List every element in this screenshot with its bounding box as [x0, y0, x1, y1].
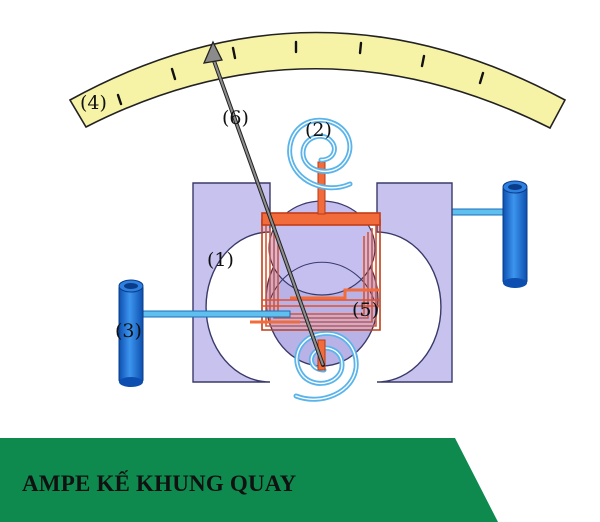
label-magnet: (1) [207, 249, 234, 271]
scale-tick [478, 71, 485, 85]
label-coil: (5) [352, 299, 379, 321]
scale-tick [231, 46, 237, 60]
scale-tick [116, 93, 123, 106]
scale-tick [420, 54, 426, 68]
label-scale: (4) [80, 92, 107, 114]
scale-arc [68, 31, 567, 130]
left-wire [139, 310, 291, 318]
moving-coil [250, 212, 381, 331]
scale-tick [358, 41, 363, 55]
label-needle: (6) [222, 107, 249, 129]
label-terminal-left: (3) [115, 320, 142, 342]
title-banner [0, 438, 498, 522]
terminal-left [118, 279, 144, 387]
magnet-right [376, 182, 453, 383]
needle [202, 40, 325, 367]
needle-tip [202, 40, 223, 64]
scale-tick [170, 67, 177, 81]
magnet-left [192, 182, 271, 383]
terminal-right [502, 180, 528, 288]
page-title: AMPE KẾ KHUNG QUAY [22, 471, 297, 496]
label-spring-top: (2) [305, 119, 332, 141]
scale-ticks [116, 40, 485, 106]
